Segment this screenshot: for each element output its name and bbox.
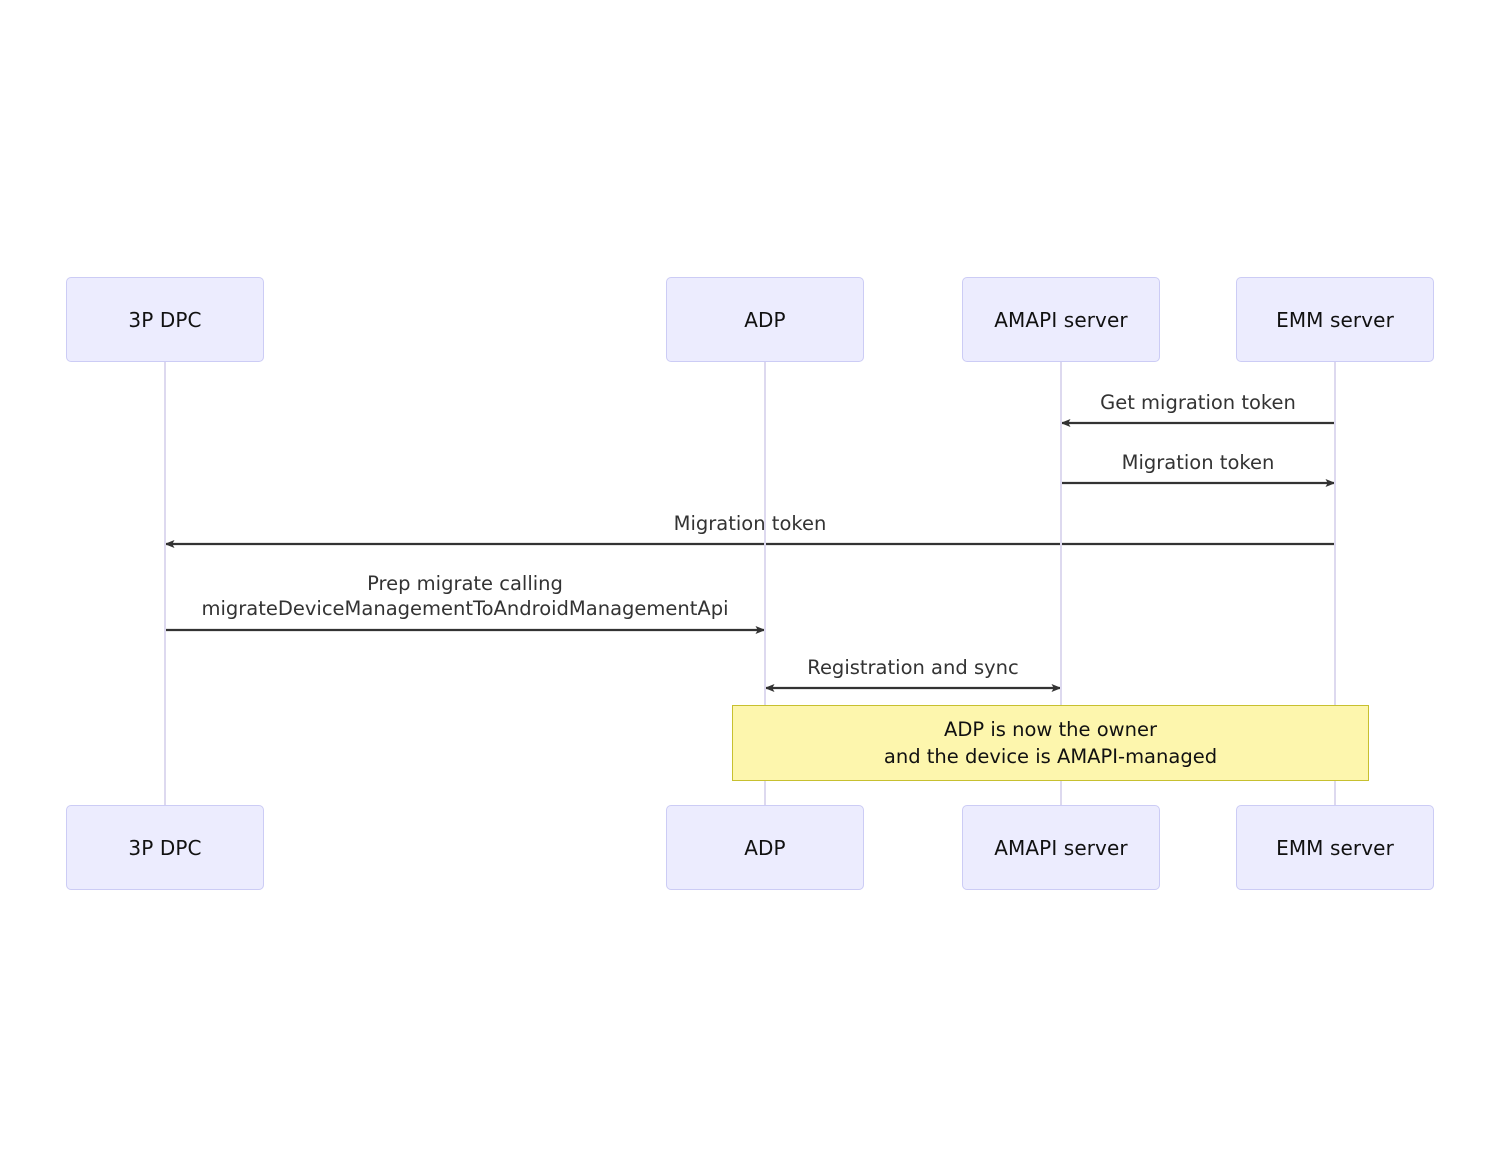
message-label-m1: Get migration token [1100,391,1296,414]
actor-box-top-emm[interactable]: EMM server [1236,277,1434,362]
message-label-m2: Migration token [1121,451,1275,474]
note-line-1: ADP is now the owner [944,718,1157,741]
actor-box-top-adp[interactable]: ADP [666,277,864,362]
note-line-2: and the device is AMAPI-managed [883,745,1218,768]
actor-box-top-dpc[interactable]: 3P DPC [66,277,264,362]
lifeline-adp [764,362,766,805]
actor-box-top-amapi[interactable]: AMAPI server [962,277,1160,362]
lifeline-emm [1334,362,1336,805]
actor-box-bottom-amapi[interactable]: AMAPI server [962,805,1160,890]
actor-label-amapi: AMAPI server [994,307,1128,332]
actor-label-dpc: 3P DPC [128,835,202,860]
message-label-m5: Registration and sync [807,656,1019,679]
actor-label-emm: EMM server [1276,835,1394,860]
actor-label-adp: ADP [744,835,786,860]
lifeline-amapi [1060,362,1062,805]
actor-box-bottom-adp[interactable]: ADP [666,805,864,890]
message-label-m4: Prep migrate calling migrateDeviceManage… [201,572,729,620]
message-label-m3: Migration token [673,512,827,535]
actor-label-emm: EMM server [1276,307,1394,332]
actor-box-bottom-dpc[interactable]: 3P DPC [66,805,264,890]
actor-label-amapi: AMAPI server [994,835,1128,860]
note-box-n1: ADP is now the owner and the device is AM… [732,705,1369,781]
lifeline-dpc [164,362,166,805]
actor-label-adp: ADP [744,307,786,332]
actor-box-bottom-emm[interactable]: EMM server [1236,805,1434,890]
actor-label-dpc: 3P DPC [128,307,202,332]
